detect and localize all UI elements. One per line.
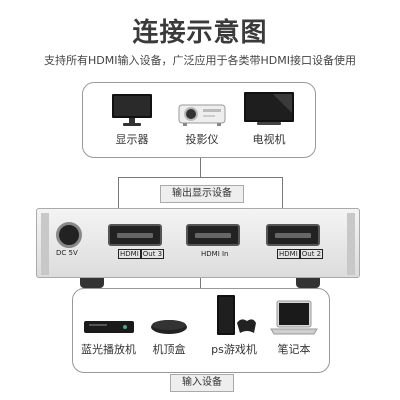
port-label-suffix: Out 3	[140, 249, 165, 259]
projector-icon	[178, 104, 226, 126]
wire-output-right	[282, 177, 283, 224]
output-device-tv: 电视机	[243, 91, 295, 147]
set-top-box-icon	[151, 320, 187, 334]
output-device-label: 电视机	[252, 133, 286, 146]
dc-label: DC 5V	[56, 249, 78, 257]
input-group-caption: 输入设备	[170, 374, 234, 392]
input-device-label: 机顶盒	[152, 343, 186, 356]
hdmi-port-in	[186, 224, 240, 246]
port-label-suffix: Out 2	[299, 249, 324, 259]
switch-foot-right	[296, 278, 320, 288]
output-group-caption: 输出显示设备	[160, 185, 244, 203]
tv-icon	[244, 92, 294, 125]
input-device-console: ps游戏机	[211, 293, 257, 357]
laptop-icon	[270, 300, 318, 335]
port-label-in: HDMI In	[201, 250, 228, 258]
switch-foot-left	[80, 278, 104, 288]
input-devices-panel: 蓝光播放机 机顶盒 ps游戏机 笔记本	[72, 288, 330, 373]
monitor-icon	[112, 94, 152, 126]
page-subtitle: 支持所有HDMI输入设备，广泛应用于各类带HDMI接口设备使用	[44, 54, 356, 67]
input-device-label: ps游戏机	[211, 343, 257, 356]
input-device-stb: 机顶盒	[149, 311, 189, 357]
output-device-monitor: 显示器	[111, 93, 153, 147]
input-device-laptop: 笔记本	[269, 299, 319, 357]
hdmi-port-out3	[108, 224, 162, 246]
wire-output-horizontal	[118, 177, 282, 178]
output-device-label: 显示器	[115, 133, 149, 146]
wire-output-stem	[200, 158, 201, 177]
dc-power-jack	[56, 222, 82, 248]
port-label-name: HDMI	[277, 249, 300, 259]
input-device-label: 蓝光播放机	[81, 343, 136, 356]
output-device-label: 投影仪	[185, 133, 219, 146]
port-label-name: HDMI	[118, 249, 141, 259]
bluray-player-icon	[83, 321, 134, 333]
wire-output-left	[118, 177, 119, 224]
switch-side-right	[347, 213, 355, 275]
port-label-name: HDMI In	[201, 250, 229, 258]
input-device-label: 笔记本	[277, 343, 311, 356]
output-devices-panel: 显示器 投影仪 电视机	[82, 82, 316, 158]
page-title: 连接示意图	[132, 18, 268, 48]
switch-side-left	[41, 213, 49, 275]
input-device-bluray: 蓝光播放机	[81, 311, 136, 357]
output-device-projector: 投影仪	[177, 99, 227, 147]
game-console-icon	[217, 295, 256, 335]
hdmi-port-out2	[266, 224, 320, 246]
